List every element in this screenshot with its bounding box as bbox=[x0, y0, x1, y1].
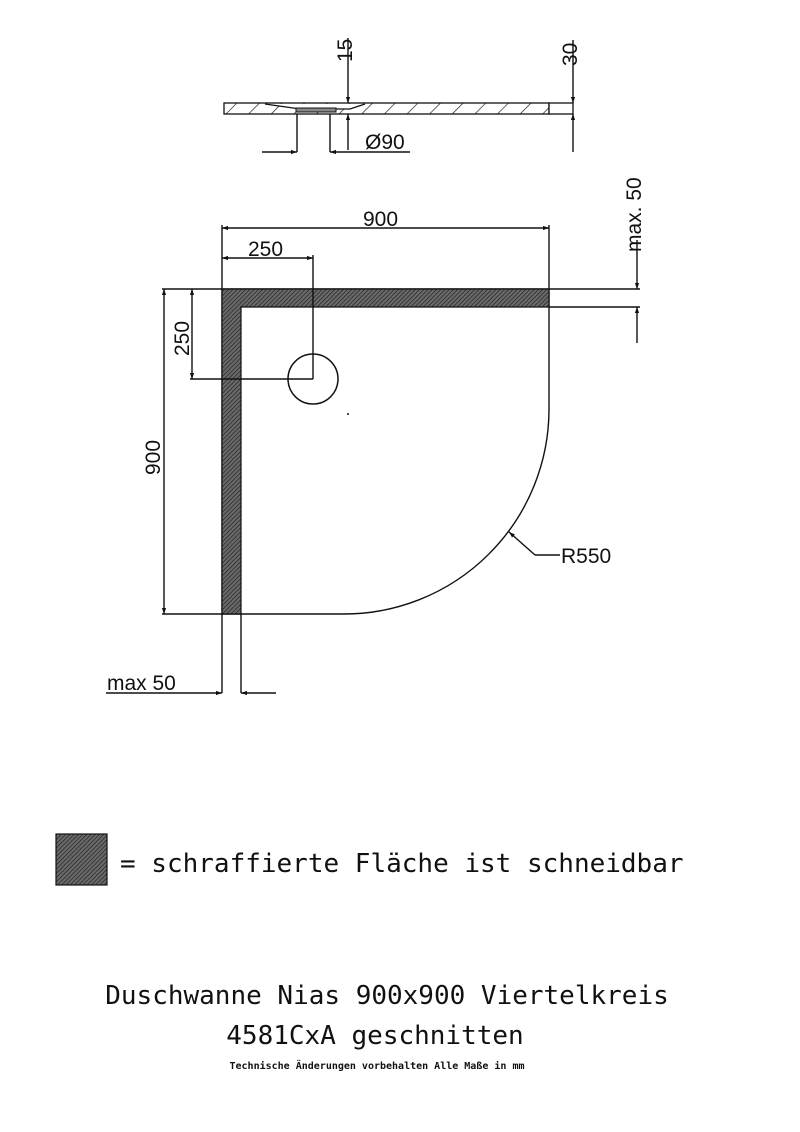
dim-width: 900 bbox=[363, 208, 398, 231]
dim-max-right: max. 50 bbox=[623, 177, 646, 252]
title-block: Duschwanne Nias 900x900 Viertelkreis 458… bbox=[105, 981, 669, 1072]
dim-max-bottom: max 50 bbox=[107, 672, 176, 695]
legend: = schraffierte Fläche ist schneidbar bbox=[55, 833, 684, 886]
dim-drain-depth: 15 bbox=[334, 39, 357, 62]
article-number: 4581CxA geschnitten bbox=[226, 1021, 523, 1051]
dim-radius: R550 bbox=[561, 545, 611, 568]
dim-drain-diameter: Ø90 bbox=[365, 131, 405, 154]
disclaimer-note: Technische Änderungen vorbehalten Alle M… bbox=[229, 1058, 524, 1072]
side-view: Ø90 15 30 bbox=[223, 38, 582, 155]
tray-end-section bbox=[548, 102, 574, 115]
dim-drain-x: 250 bbox=[248, 238, 283, 261]
drawing-title: Duschwanne Nias 900x900 Viertelkreis bbox=[105, 981, 669, 1011]
legend-text: = schraffierte Fläche ist schneidbar bbox=[120, 849, 684, 879]
drain-flange bbox=[295, 107, 337, 113]
dim-total-height: 30 bbox=[559, 43, 582, 66]
dim-height: 900 bbox=[142, 440, 165, 475]
dim-drain-y: 250 bbox=[171, 321, 194, 356]
plan-view: 900 250 250 900 max. 50 max 50 R550 bbox=[106, 177, 646, 696]
tray-outline bbox=[221, 288, 550, 615]
hatch-swatch bbox=[55, 833, 108, 886]
